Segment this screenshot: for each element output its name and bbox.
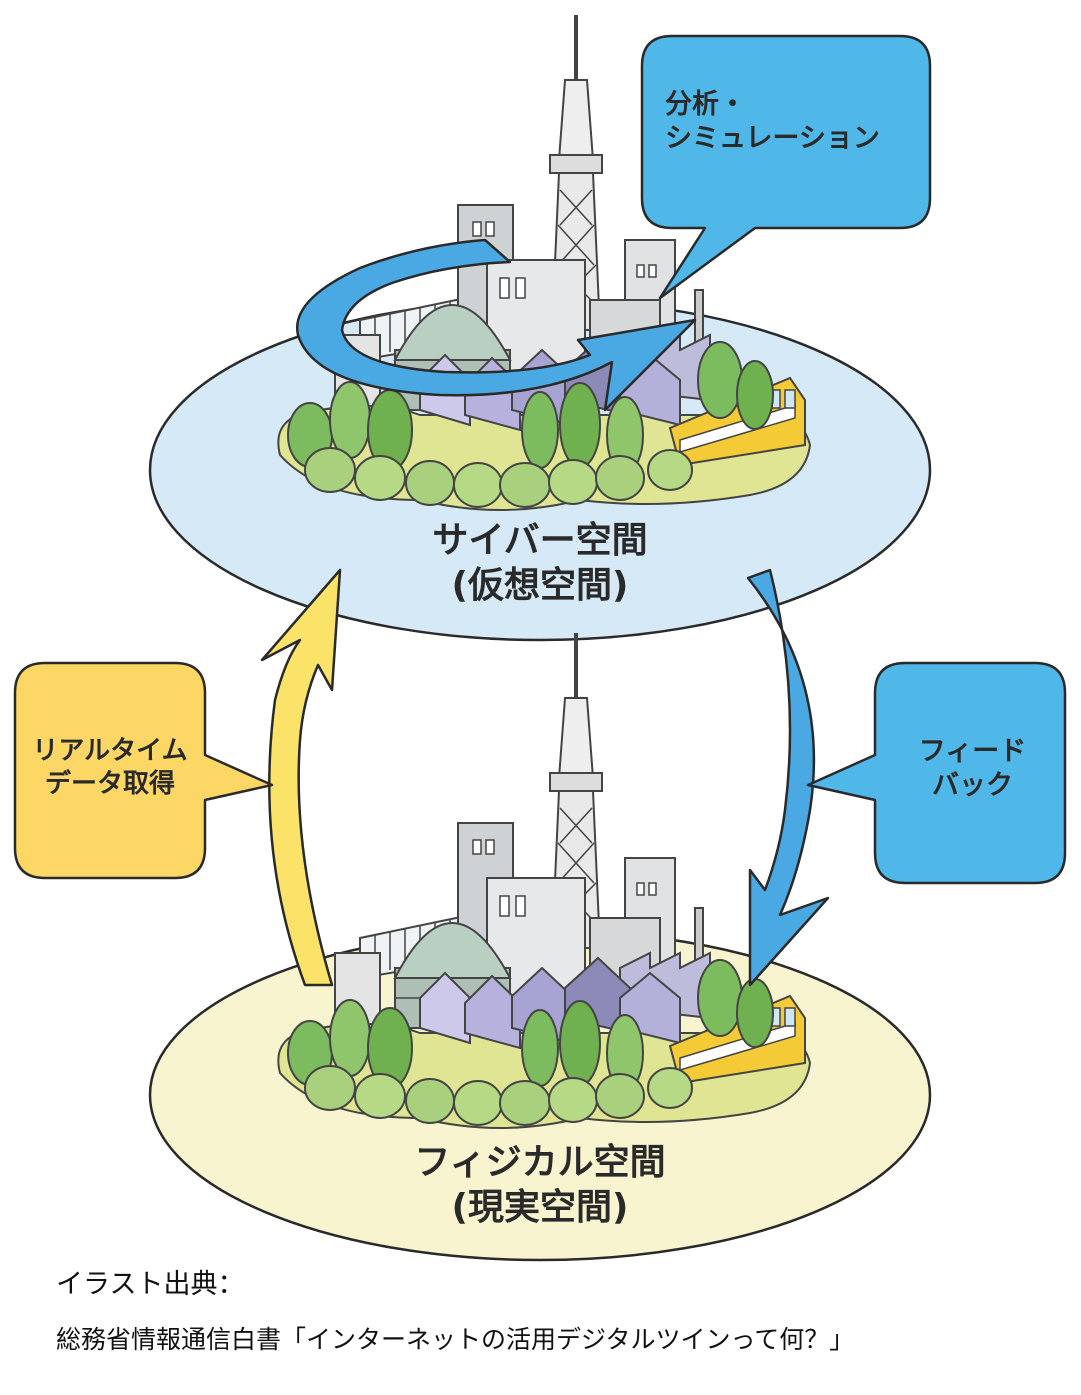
cyber-space-label: サイバー空間 (仮想空間) xyxy=(340,518,740,608)
credit-line2: 総務省情報通信白書「インターネットの活用デジタルツインって何？」 xyxy=(56,1325,855,1354)
credit-line1: イラスト出典： xyxy=(56,1269,245,1300)
analysis-bubble-text: 分析・ シミュレーション xyxy=(665,88,915,156)
feedback-line1: フィード xyxy=(918,736,1027,767)
feedback-bubble-text: フィード バック xyxy=(895,735,1050,803)
realtime-data-arrow xyxy=(260,568,342,987)
feedback-arrow xyxy=(746,568,830,987)
physical-space-title: フィジカル空間 xyxy=(414,1142,666,1183)
analysis-line2: シミュレーション xyxy=(665,122,880,154)
analysis-loop-arrow xyxy=(295,238,697,412)
cyber-space-title: サイバー空間 xyxy=(432,520,648,561)
physical-space-label: フィジカル空間 (現実空間) xyxy=(320,1140,760,1230)
analysis-line1: 分析・ xyxy=(665,89,746,120)
analysis-bubble xyxy=(640,34,932,300)
feedback-line2: バック xyxy=(932,769,1013,801)
feedback-bubble xyxy=(806,661,1067,885)
physical-space-subtitle: (現実空間) xyxy=(451,1187,629,1228)
realtime-bubble-text: リアルタイム データ取得 xyxy=(20,735,200,800)
realtime-line2: データ取得 xyxy=(44,768,175,799)
physical-city-illustration xyxy=(276,631,812,1130)
cyber-space-subtitle: (仮想空間) xyxy=(451,565,629,606)
realtime-bubble xyxy=(13,661,274,880)
realtime-line1: リアルタイム xyxy=(32,736,188,766)
